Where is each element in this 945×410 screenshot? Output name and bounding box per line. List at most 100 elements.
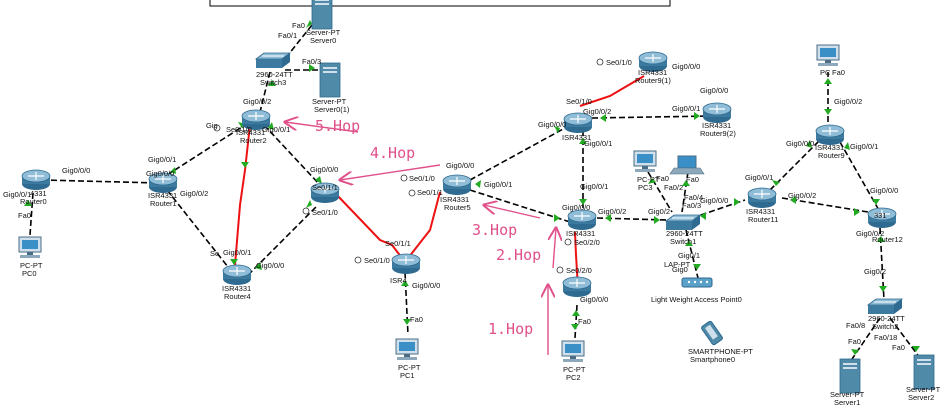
svg-text:Fa0/3: Fa0/3 [302, 57, 321, 66]
svg-text:PC-PT: PC-PT [398, 363, 421, 372]
svg-text:ISR4331: ISR4331 [702, 121, 731, 130]
svg-text:Se0/2/0: Se0/2/0 [566, 266, 592, 275]
svg-text:Router4: Router4 [224, 292, 251, 301]
svg-text:Gig0/0/0: Gig0/0/0 [700, 86, 728, 95]
hop-label-3: 3.Hop [472, 221, 517, 239]
svg-text:Se0/1/0: Se0/1/0 [312, 208, 338, 217]
router9-2[interactable] [702, 102, 732, 124]
router5[interactable] [442, 174, 472, 196]
svg-text:Switch2: Switch2 [872, 322, 898, 331]
router10[interactable] [563, 112, 593, 134]
svg-text:Gig0/0/0: Gig0/0/0 [310, 165, 338, 174]
router11[interactable] [747, 187, 777, 209]
device-labels: 4331 Router0 ISR4331 Router1 ISR4331 Rou… [20, 28, 941, 407]
pc0[interactable] [18, 236, 42, 259]
svg-text:ISR4: ISR4 [390, 276, 407, 285]
svg-text:LAP-PT: LAP-PT [664, 260, 691, 269]
svg-text:PC-PT: PC-PT [20, 261, 43, 270]
svg-text:Se0/1/1: Se0/1/1 [312, 183, 338, 192]
svg-text:2960-24TT: 2960-24TT [868, 314, 905, 323]
svg-text:Gig0/0/2: Gig0/0/2 [243, 97, 271, 106]
svg-text:Smartphone0: Smartphone0 [690, 355, 735, 364]
svg-text:PC3: PC3 [638, 183, 653, 192]
server0[interactable] [311, 0, 333, 30]
svg-text:Gig0/2: Gig0/2 [864, 267, 886, 276]
svg-text:PC2: PC2 [566, 373, 581, 382]
hop-label-5: 5.Hop [315, 117, 360, 135]
svg-text:Gig: Gig [206, 121, 218, 130]
hop-label-2: 2.Hop [496, 246, 541, 264]
svg-text:Se0/1/0: Se0/1/0 [566, 97, 592, 106]
svg-text:Router2: Router2 [240, 136, 267, 145]
svg-text:Router9(2): Router9(2) [700, 129, 736, 138]
router4[interactable] [222, 264, 252, 286]
pc3[interactable] [633, 150, 657, 173]
router9[interactable] [815, 124, 845, 146]
switch3[interactable] [255, 52, 291, 69]
clock-icons [213, 58, 604, 274]
svg-text:Gig0/0/1: Gig0/0/1 [148, 155, 176, 164]
svg-text:Gig0/0/0: Gig0/0/0 [562, 203, 590, 212]
server2[interactable] [913, 354, 935, 390]
svg-text:ISR4331: ISR4331 [566, 229, 595, 238]
svg-text:Fa0: Fa0 [656, 174, 669, 183]
svg-text:ISR4331: ISR4331 [815, 143, 844, 152]
title-box-frame [209, 0, 671, 7]
svg-text:Router11: Router11 [748, 215, 778, 224]
svg-text:Gig0/0/0: Gig0/0/0 [256, 261, 284, 270]
svg-text:Fa0: Fa0 [832, 68, 845, 77]
svg-text:Router12: Router12 [872, 235, 903, 244]
svg-text:Server-PT: Server-PT [906, 385, 941, 394]
svg-text:PC-PT: PC-PT [563, 365, 586, 374]
svg-text:Gig0/0/1: Gig0/0/1 [580, 182, 608, 191]
router7[interactable] [567, 209, 597, 231]
svg-text:Gig0/0/1: Gig0/0/1 [850, 142, 878, 151]
svg-text:Router9(1): Router9(1) [635, 76, 671, 85]
svg-text:Gig0/1: Gig0/1 [678, 251, 700, 260]
pc1[interactable] [395, 338, 419, 361]
svg-text:Gig0/0/1: Gig0/0/1 [223, 248, 251, 257]
svg-text:Gig0/0/2: Gig0/0/2 [834, 97, 862, 106]
svg-text:Gig0/0/1: Gig0/0/1 [484, 180, 512, 189]
svg-text:4331: 4331 [30, 189, 47, 198]
pc2[interactable] [561, 340, 585, 363]
svg-text:Gig0/0/1: Gig0/0/1 [672, 104, 700, 113]
switch2[interactable] [867, 298, 903, 315]
svg-text:Fa0: Fa0 [18, 211, 31, 220]
svg-text:Server2: Server2 [908, 393, 934, 402]
svg-text:PC: PC [820, 68, 831, 77]
svg-text:Se: Se [210, 249, 219, 258]
svg-text:Fa0/2: Fa0/2 [664, 183, 683, 192]
svg-text:Server-PT: Server-PT [312, 97, 347, 106]
svg-text:Server0(1): Server0(1) [314, 105, 350, 114]
svg-text:Server-PT: Server-PT [830, 390, 865, 399]
svg-text:Gig0/0/1: Gig0/0/1 [262, 125, 290, 134]
router6[interactable] [391, 253, 421, 275]
server1[interactable] [839, 358, 861, 394]
svg-text:Gig0: Gig0 [672, 265, 688, 274]
pc4[interactable] [816, 44, 840, 67]
svg-text:ISR4331: ISR4331 [236, 128, 265, 137]
svg-text:Router1: Router1 [150, 199, 177, 208]
port-labels: Gig0/0/1 Gig0/0/0 Fa0 Gig0/0/1 Gig0/0/0 … [3, 21, 905, 352]
svg-text:Fa0/8: Fa0/8 [846, 321, 865, 330]
svg-text:2960-24TT: 2960-24TT [666, 229, 703, 238]
smartphone-icon[interactable] [701, 320, 723, 346]
svg-text:2960-24TT: 2960-24TT [256, 70, 293, 79]
router0[interactable] [21, 169, 51, 191]
server0-1[interactable] [319, 62, 341, 98]
access-point-icon[interactable] [681, 277, 713, 288]
svg-text:Gig0/0/0: Gig0/0/0 [412, 281, 440, 290]
svg-text:Fa0/1: Fa0/1 [278, 31, 297, 40]
svg-text:Gig0/0/0: Gig0/0/0 [446, 161, 474, 170]
router8[interactable] [562, 276, 592, 298]
svg-text:Gig0/0/0: Gig0/0/0 [672, 62, 700, 71]
laptop-icon[interactable] [669, 155, 705, 175]
hop-label-1: 1.Hop [488, 320, 533, 338]
svg-text:ISR4331: ISR4331 [638, 68, 667, 77]
svg-text:PC-PT: PC-PT [637, 175, 660, 184]
switch1[interactable] [665, 214, 701, 231]
svg-text:Fa0/4: Fa0/4 [684, 193, 703, 202]
svg-text:Se0/1/1: Se0/1/1 [385, 239, 411, 248]
